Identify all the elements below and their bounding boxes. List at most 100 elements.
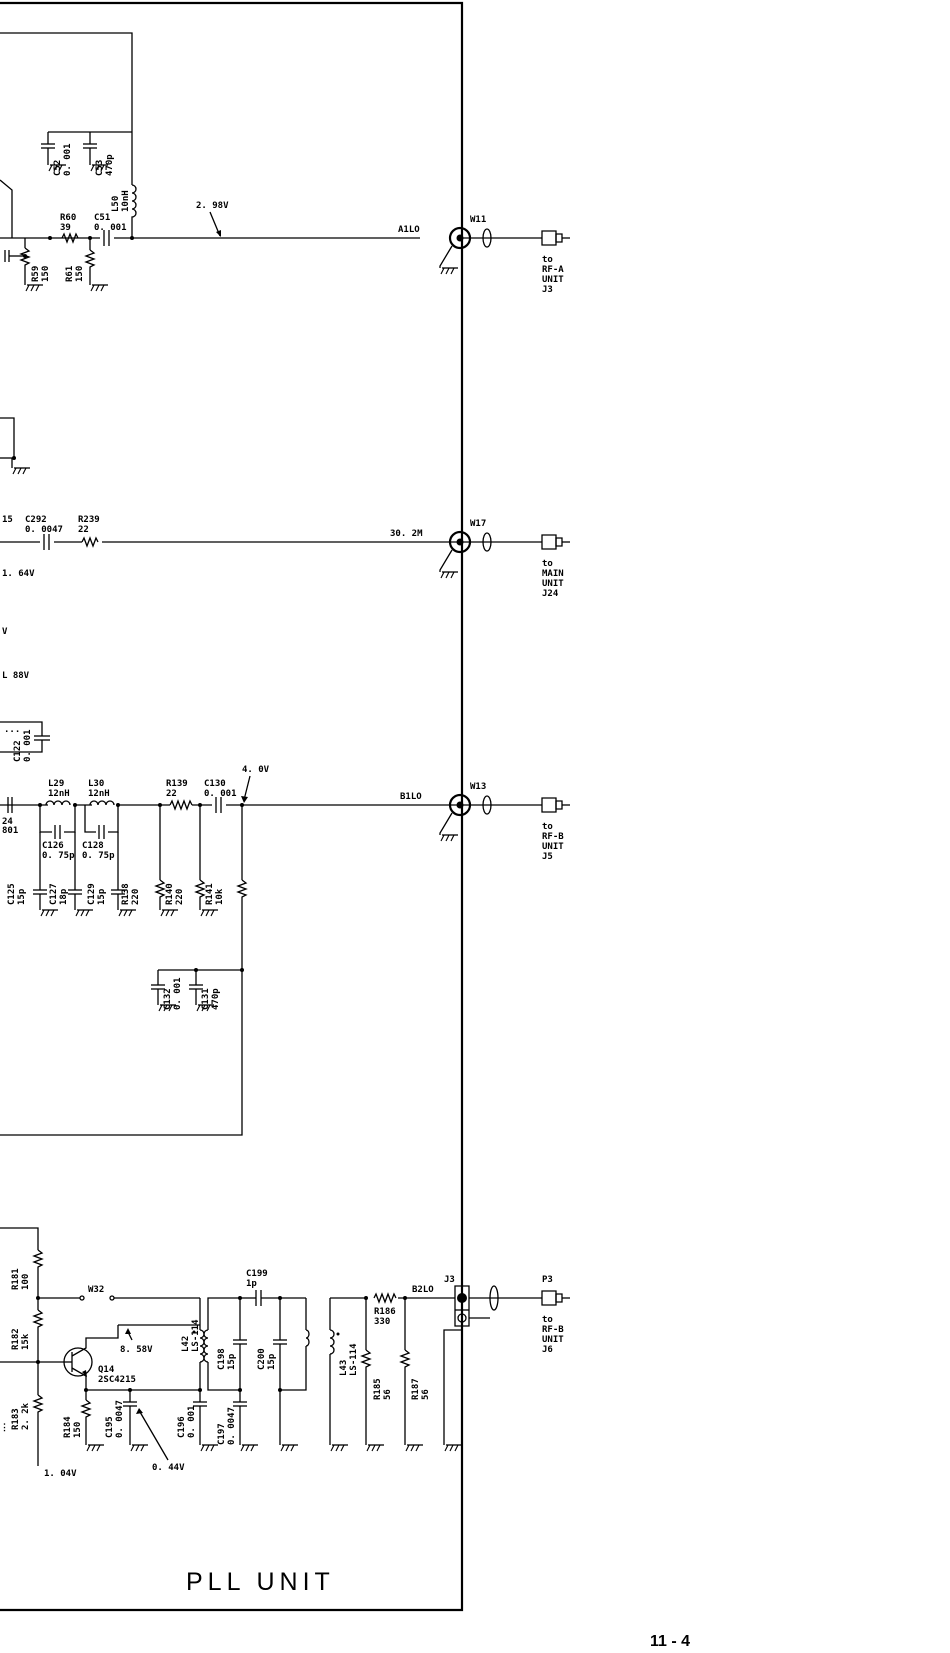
- svg-text:W11: W11: [470, 215, 486, 225]
- svg-text:R186: R186: [374, 1307, 396, 1317]
- svg-text:24: 24: [2, 817, 13, 827]
- svg-text:56: 56: [383, 1389, 393, 1400]
- voltage-0-44v: 0. 44V: [152, 1463, 185, 1473]
- svg-text:L 88V: L 88V: [2, 671, 30, 681]
- capacitor-c197: C197 0. 0047: [217, 1390, 259, 1452]
- svg-text:LS-114: LS-114: [191, 1319, 201, 1352]
- svg-text:C198: C198: [217, 1348, 227, 1370]
- capacitor-c125: C125 15p: [7, 832, 59, 917]
- svg-text:C132: C132: [163, 988, 173, 1010]
- svg-text:W32: W32: [88, 1285, 104, 1295]
- svg-text:C52: C52: [53, 160, 63, 176]
- svg-text:12nH: 12nH: [88, 789, 110, 799]
- svg-text:0. 001: 0. 001: [187, 1405, 197, 1438]
- resistor-r140: R140 220: [156, 805, 185, 917]
- svg-text:to: to: [542, 822, 553, 832]
- capacitor-c128: C128 0. 75p: [82, 825, 115, 861]
- section-b2lo: R181 100 W32 R182 15k R183 2. 2k ⋮: [0, 1228, 570, 1479]
- svg-text:C199: C199: [246, 1269, 268, 1279]
- voltage-4-0v: 4. 0V: [242, 765, 270, 775]
- svg-text:C196: C196: [177, 1416, 187, 1438]
- transistor-q14: Q14 2SC4215: [64, 1325, 136, 1390]
- capacitor-c127: C127 18p: [49, 832, 94, 917]
- svg-text:39: 39: [60, 223, 71, 233]
- svg-text:J3: J3: [444, 1275, 455, 1285]
- svg-text:J24: J24: [542, 589, 559, 599]
- svg-text:to: to: [542, 255, 553, 265]
- resistor-r141: R141 10k: [196, 805, 225, 917]
- jumper-w32: W32: [38, 1285, 200, 1300]
- resistor-r139: R139 22: [166, 779, 192, 810]
- svg-text:R181: R181: [11, 1268, 21, 1290]
- capacitor-c51: C51 0. 001: [94, 213, 127, 246]
- coax-connector-w11: W11: [440, 215, 542, 275]
- svg-text:0. 001: 0. 001: [204, 789, 237, 799]
- resistor-r60: R60 39: [60, 213, 78, 242]
- svg-text:W13: W13: [470, 782, 486, 792]
- svg-text:1p: 1p: [246, 1279, 257, 1289]
- resistor-r182: R182 15k: [11, 1298, 42, 1362]
- capacitor-c199: C199 1p: [240, 1269, 306, 1306]
- resistor-r59: R59 150: [21, 238, 51, 292]
- svg-text:R140: R140: [165, 883, 175, 905]
- voltage-8-58v: 8. 58V: [120, 1345, 153, 1355]
- resistor-r185: R185 56: [362, 1298, 393, 1452]
- svg-text:1. 64V: 1. 64V: [2, 569, 35, 579]
- svg-text:56: 56: [421, 1389, 431, 1400]
- plug-rf-b-j5: to RF-B UNIT J5: [542, 798, 570, 862]
- svg-text:0. 001: 0. 001: [23, 729, 33, 762]
- resistor-r183: R183 2. 2k: [11, 1362, 42, 1450]
- net-label-a1lo: A1LO: [398, 225, 420, 235]
- resistor-r239: R239 22: [78, 515, 102, 548]
- svg-text:150: 150: [41, 266, 51, 282]
- svg-text:C125: C125: [7, 883, 17, 905]
- svg-text:150: 150: [75, 266, 85, 282]
- svg-text:15p: 15p: [267, 1353, 277, 1370]
- svg-text:C195: C195: [105, 1416, 115, 1438]
- svg-text:W17: W17: [470, 519, 486, 529]
- resistor-r187: R187 56: [401, 1298, 431, 1452]
- capacitor-c195: C195 0. 0047: [105, 1390, 149, 1452]
- capacitor-c131: C131 470p: [189, 970, 221, 1012]
- svg-text:P3: P3: [542, 1275, 553, 1285]
- svg-text:2SC4215: 2SC4215: [98, 1375, 136, 1385]
- svg-text:to: to: [542, 559, 553, 569]
- svg-text:R182: R182: [11, 1328, 21, 1350]
- resistor-r184: R184 150: [63, 1390, 105, 1452]
- capacitor-c130: C130 0. 001: [204, 779, 237, 813]
- svg-text:18p: 18p: [59, 888, 69, 905]
- svg-text:Q14: Q14: [98, 1365, 115, 1375]
- svg-text:220: 220: [131, 889, 141, 905]
- svg-text:UNIT: UNIT: [542, 842, 564, 852]
- svg-text:220: 220: [175, 889, 185, 905]
- svg-text:100: 100: [21, 1274, 31, 1290]
- svg-text:0. 001: 0. 001: [173, 977, 183, 1010]
- svg-text:...: ...: [4, 725, 20, 735]
- svg-text:C126: C126: [42, 841, 64, 851]
- svg-text:0. 0047: 0. 0047: [25, 525, 63, 535]
- page-number: 11 - 4: [650, 1633, 690, 1650]
- svg-text:R141: R141: [205, 883, 215, 905]
- svg-text:R60: R60: [60, 213, 76, 223]
- section-b1lo: C122 0. 001 ... 24 801 L29 12nH L30 12nH: [0, 722, 570, 1135]
- svg-text:C200: C200: [257, 1348, 267, 1370]
- svg-text:RF-A: RF-A: [542, 265, 564, 275]
- net-label-30-2m: 30. 2M: [390, 529, 423, 539]
- svg-text:470p: 470p: [105, 154, 115, 176]
- svg-text:L29: L29: [48, 779, 64, 789]
- capacitor-c122: C122 0. 001: [0, 729, 50, 762]
- svg-text:R184: R184: [63, 1416, 73, 1438]
- svg-text:C131: C131: [201, 988, 211, 1010]
- svg-text:10k: 10k: [215, 888, 225, 905]
- svg-text:R139: R139: [166, 779, 188, 789]
- resistor-r181: R181 100: [11, 1250, 42, 1298]
- svg-text:C197: C197: [217, 1423, 227, 1445]
- capacitor-c198: C198 15p: [217, 1298, 247, 1390]
- svg-text:R185: R185: [373, 1378, 383, 1400]
- svg-text:330: 330: [374, 1317, 390, 1327]
- svg-text:C130: C130: [204, 779, 226, 789]
- svg-text:R239: R239: [78, 515, 100, 525]
- net-label-b1lo: B1LO: [400, 792, 422, 802]
- svg-text:⋮: ⋮: [0, 1422, 9, 1433]
